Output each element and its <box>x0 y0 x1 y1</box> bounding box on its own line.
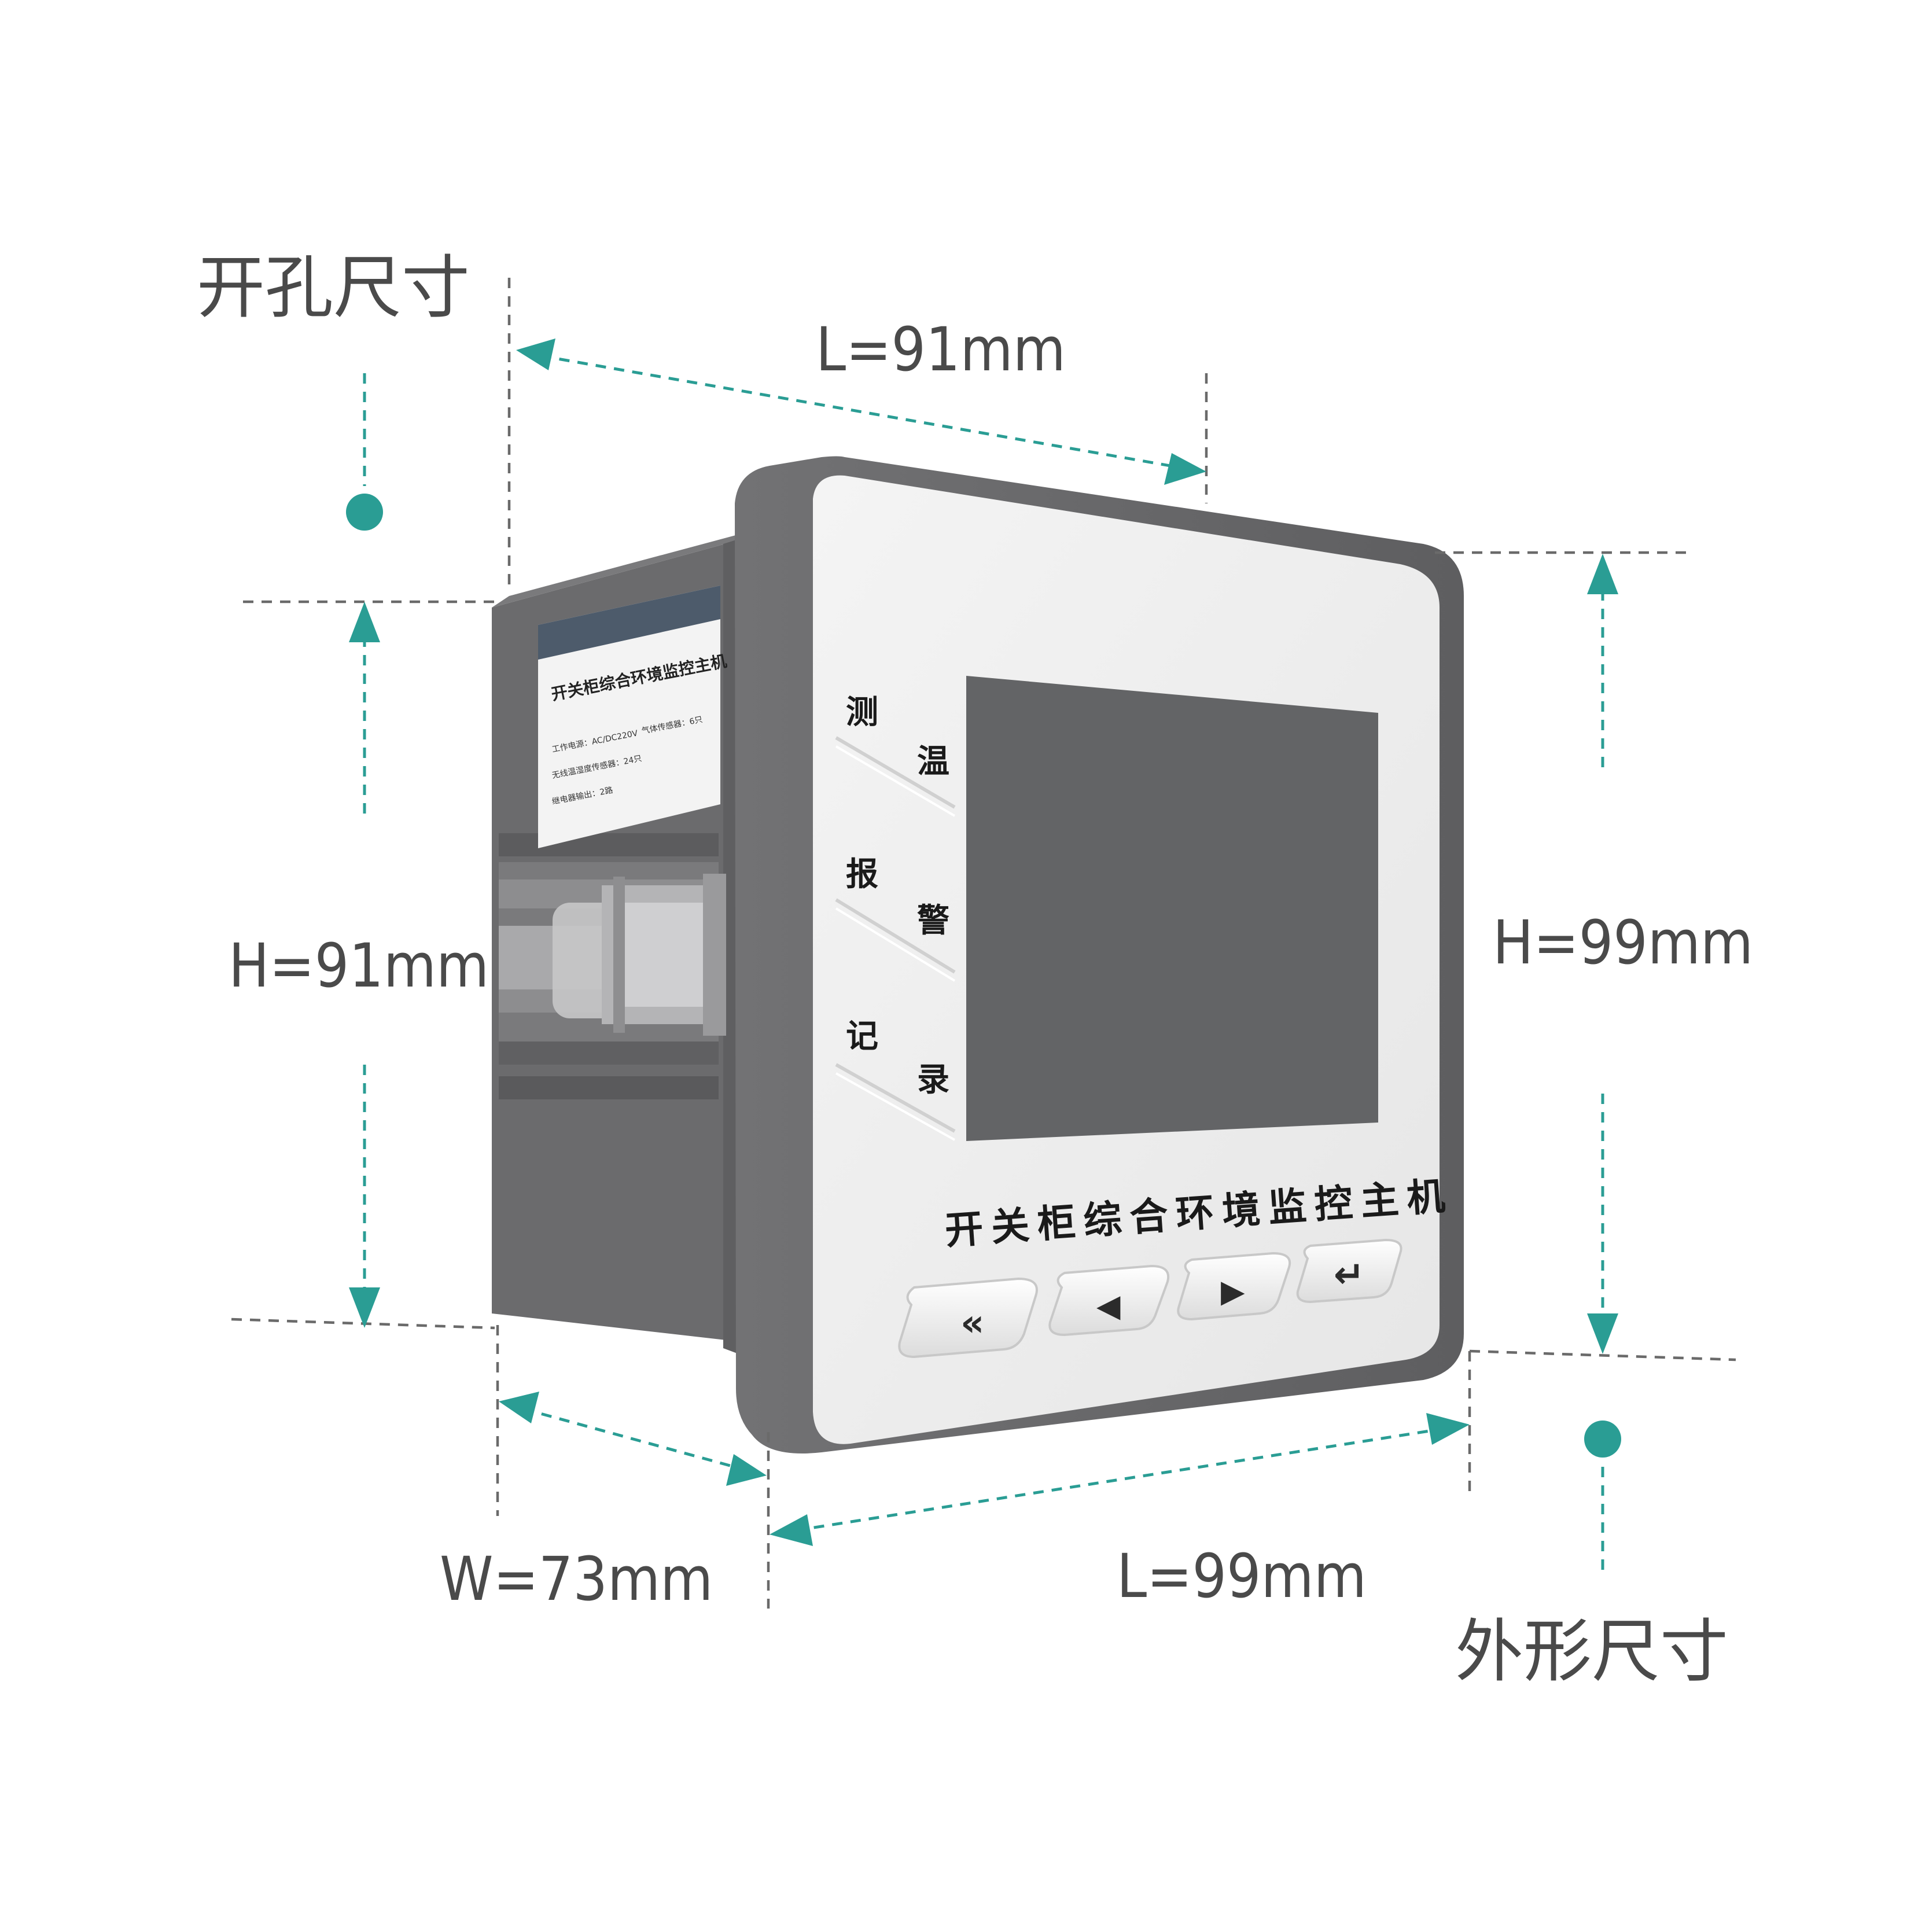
outline-height-label: H=99mm <box>1493 907 1753 978</box>
cutout-marker-dot <box>346 494 383 531</box>
outline-length-label: L=99mm <box>1117 1541 1367 1611</box>
back-button[interactable]: « <box>898 1277 1038 1359</box>
cutout-size-title: 开孔尺寸 <box>197 248 470 327</box>
button-row: « ◀ ▶ ↵ <box>898 1238 1402 1359</box>
double-chevron-left-icon: « <box>960 1302 984 1345</box>
mounting-clamp <box>499 862 726 1065</box>
triangle-right-icon: ▶ <box>1221 1273 1245 1309</box>
enter-icon: ↵ <box>1334 1254 1365 1297</box>
left-button[interactable]: ◀ <box>1048 1264 1170 1337</box>
display-screen <box>966 676 1378 1141</box>
outline-width-label: W=73mm <box>440 1544 713 1614</box>
outline-size-title: 外形尺寸 <box>1455 1611 1728 1691</box>
cutout-height-label: H=91mm <box>229 930 489 1001</box>
label-record-left: 记 <box>846 1018 878 1055</box>
label-alarm-left: 报 <box>846 856 878 893</box>
enter-button[interactable]: ↵ <box>1296 1238 1402 1304</box>
right-button[interactable]: ▶ <box>1177 1252 1291 1321</box>
nameplate: 开关柜综合环境监控主机 工作电源：AC/DC220V 气体传感器：6只 无线温湿… <box>538 586 728 848</box>
cutout-length-label: L=91mm <box>816 314 1066 385</box>
dimension-arrows <box>346 338 1621 1574</box>
outline-marker-dot <box>1584 1421 1621 1458</box>
label-alarm-right: 警 <box>917 902 949 940</box>
triangle-left-icon: ◀ <box>1096 1287 1121 1324</box>
label-measure-right: 温 <box>917 743 949 781</box>
label-measure-left: 测 <box>846 694 878 731</box>
function-labels: 测 温 报 警 记 录 <box>835 694 956 1141</box>
dimension-labels: 开孔尺寸 L=91mm H=91mm H=99mm W=73mm L=99mm … <box>197 248 1753 1691</box>
label-record-right: 录 <box>917 1061 949 1099</box>
